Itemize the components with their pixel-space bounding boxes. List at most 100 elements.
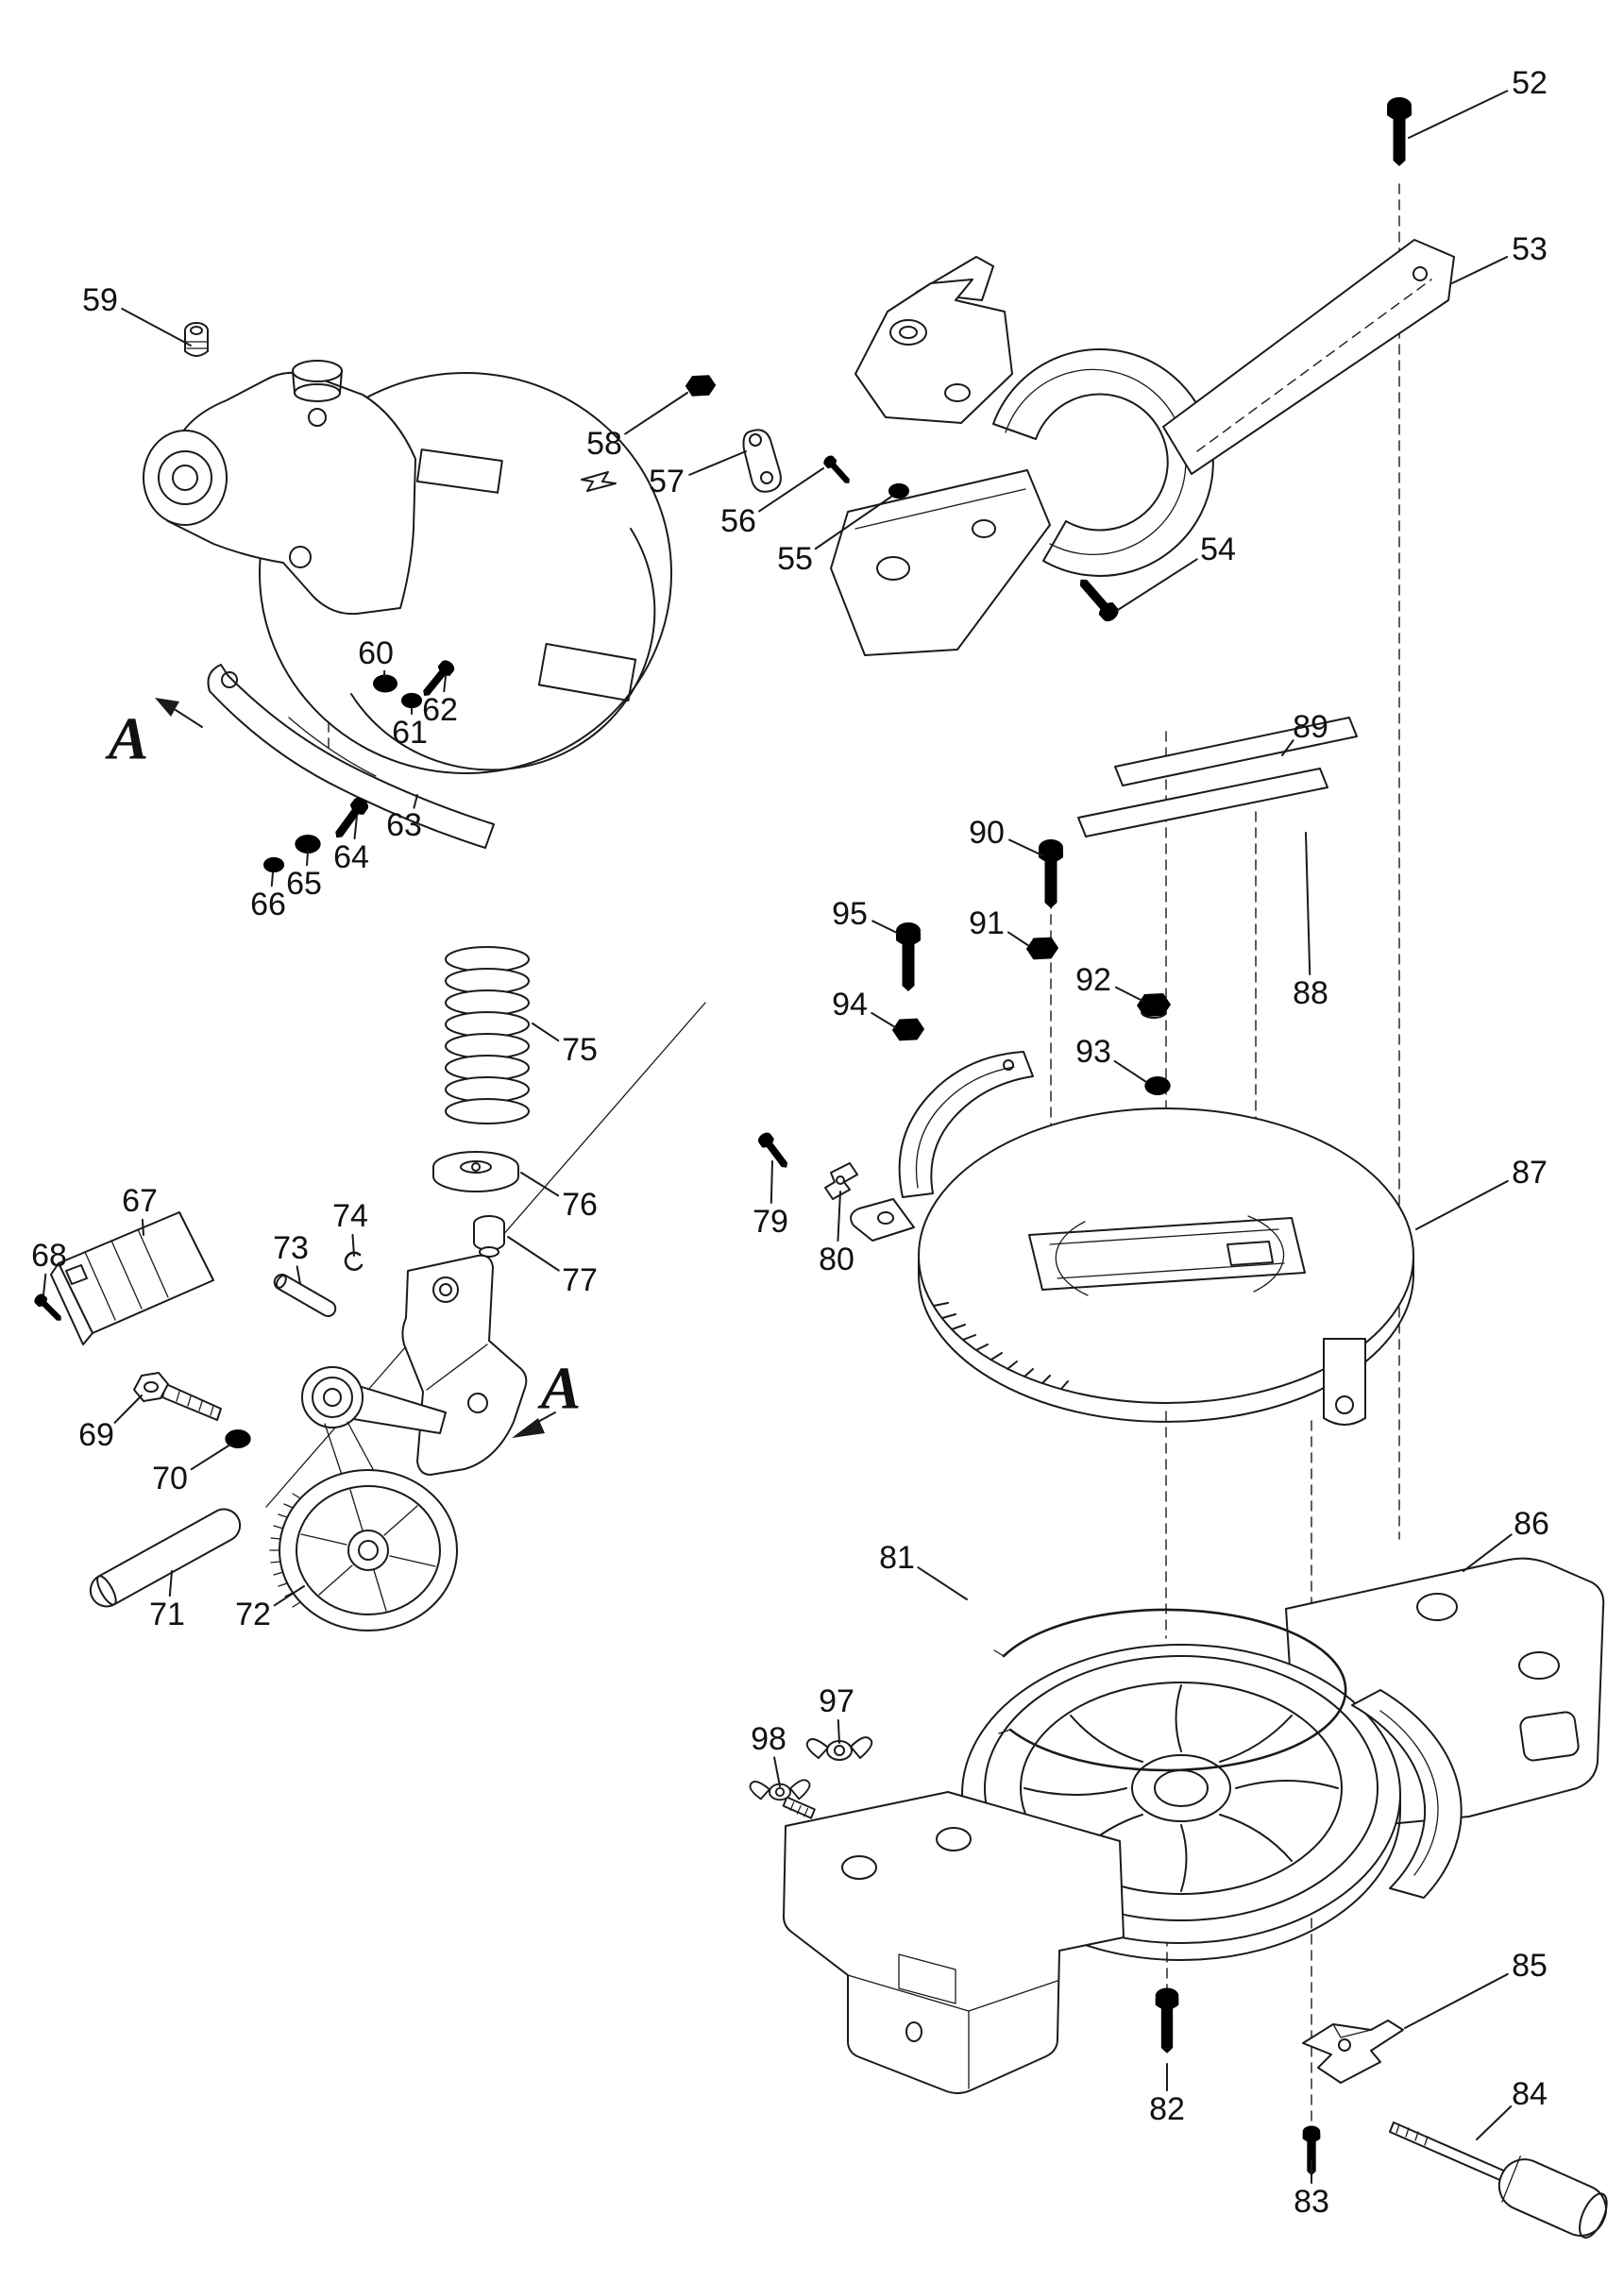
part-label-86: 86 bbox=[1514, 1506, 1549, 1542]
part-label-75: 75 bbox=[562, 1032, 598, 1068]
leader-line-74 bbox=[351, 1233, 355, 1257]
pivot-boss bbox=[301, 1366, 364, 1428]
leader-line-59 bbox=[121, 307, 192, 347]
part-label-69: 69 bbox=[78, 1417, 114, 1453]
part-label-59: 59 bbox=[82, 282, 118, 318]
screw-52 bbox=[1387, 97, 1412, 166]
leader-line-71 bbox=[168, 1570, 173, 1597]
leader-line-91 bbox=[1007, 931, 1030, 947]
base-front-block bbox=[783, 1791, 1125, 2094]
screw-64 bbox=[330, 794, 371, 843]
part-label-57: 57 bbox=[649, 464, 685, 499]
part-label-60: 60 bbox=[358, 635, 394, 671]
leader-line-97 bbox=[837, 1718, 840, 1744]
leader-line-63 bbox=[413, 794, 418, 809]
part-label-94: 94 bbox=[832, 987, 868, 1023]
leader-line-57 bbox=[688, 450, 747, 476]
washer-65 bbox=[295, 835, 321, 854]
part-label-87: 87 bbox=[1512, 1155, 1548, 1191]
cover-bar-53 bbox=[1162, 239, 1455, 475]
kerf-boards bbox=[1077, 717, 1358, 837]
part-label-80: 80 bbox=[819, 1242, 854, 1277]
spring-seat-76 bbox=[432, 1151, 519, 1192]
clamp-and-handle bbox=[1302, 2020, 1608, 2239]
part-label-55: 55 bbox=[777, 541, 813, 577]
bolt-69 bbox=[133, 1372, 222, 1421]
leader-line-92 bbox=[1114, 986, 1143, 1002]
part-label-92: 92 bbox=[1075, 962, 1111, 998]
screw-82 bbox=[1155, 1987, 1179, 2054]
leader-line-89 bbox=[1281, 739, 1294, 756]
leader-line-53 bbox=[1451, 256, 1509, 284]
clamp-85 bbox=[1302, 2020, 1404, 2084]
part-label-70: 70 bbox=[152, 1461, 188, 1496]
leader-line-79 bbox=[770, 1160, 773, 1205]
part-label-68: 68 bbox=[31, 1238, 67, 1274]
pivot-assembly bbox=[32, 1211, 528, 1631]
leader-line-66 bbox=[270, 871, 274, 887]
leader-line-90 bbox=[1008, 838, 1043, 856]
leader-line-67 bbox=[141, 1218, 144, 1236]
base-spokes bbox=[1023, 1684, 1339, 1892]
adjust-wheel-72 bbox=[269, 1469, 458, 1631]
section-arrow-2-head bbox=[512, 1418, 545, 1438]
leader-line-77 bbox=[507, 1236, 560, 1272]
wing-bolt-98 bbox=[749, 1779, 816, 1819]
part-label-65: 65 bbox=[286, 866, 322, 902]
labels-layer: 5253545556575859606162636465666768697071… bbox=[31, 65, 1549, 2220]
leader-line-94 bbox=[871, 1011, 896, 1028]
section-marker-2: A bbox=[537, 1355, 582, 1422]
leader-line-87 bbox=[1415, 1179, 1509, 1230]
ring-81 bbox=[1002, 1608, 1347, 1772]
leader-line-68 bbox=[42, 1273, 47, 1296]
cap-77 bbox=[473, 1215, 505, 1258]
safety-cover-assembly bbox=[685, 97, 1455, 656]
guide-fence bbox=[898, 1051, 1034, 1198]
pin-71 bbox=[89, 1508, 242, 1608]
part-label-81: 81 bbox=[879, 1540, 915, 1576]
screw-56 bbox=[821, 453, 854, 488]
part-label-74: 74 bbox=[332, 1198, 368, 1234]
leader-line-73 bbox=[296, 1265, 301, 1285]
part-label-93: 93 bbox=[1075, 1034, 1111, 1070]
screw-79 bbox=[755, 1129, 793, 1173]
washer-66 bbox=[262, 856, 285, 873]
leader-line-64 bbox=[353, 815, 358, 840]
leader-line-80 bbox=[837, 1191, 841, 1242]
compression-spring-assembly bbox=[432, 946, 530, 1258]
handle-84 bbox=[1389, 2121, 1608, 2239]
leader-line-54 bbox=[1117, 558, 1198, 611]
part-label-53: 53 bbox=[1512, 231, 1548, 267]
part-label-54: 54 bbox=[1200, 532, 1236, 567]
section-arrow-1-shaft bbox=[175, 709, 203, 728]
link-arm-assembly bbox=[184, 322, 495, 873]
part-label-56: 56 bbox=[720, 503, 756, 539]
cover-plate bbox=[830, 469, 1051, 656]
part-label-84: 84 bbox=[1512, 2076, 1548, 2112]
screw-90 bbox=[1039, 839, 1063, 908]
washer-61 bbox=[400, 692, 423, 709]
part-label-66: 66 bbox=[250, 887, 286, 922]
leader-line-72 bbox=[273, 1585, 305, 1607]
leader-line-88 bbox=[1305, 832, 1311, 976]
leader-line-75 bbox=[532, 1023, 560, 1042]
section-arrows bbox=[155, 698, 556, 1438]
bracket bbox=[401, 1254, 528, 1476]
nut-58 bbox=[685, 375, 717, 397]
nut-94 bbox=[891, 1018, 925, 1041]
blade-guard-assembly bbox=[143, 360, 672, 774]
screw-54 bbox=[1074, 573, 1122, 625]
pin-73 bbox=[273, 1274, 337, 1317]
leader-line-55 bbox=[814, 496, 892, 550]
part-label-76: 76 bbox=[562, 1187, 598, 1223]
part-label-72: 72 bbox=[235, 1597, 271, 1632]
part-label-64: 64 bbox=[333, 839, 369, 875]
drawing-layer: 5253545556575859606162636465666768697071… bbox=[31, 65, 1608, 2239]
part-label-58: 58 bbox=[586, 426, 622, 462]
wing-nut-97 bbox=[805, 1736, 873, 1761]
part-label-61: 61 bbox=[392, 715, 428, 751]
part-label-62: 62 bbox=[422, 692, 458, 728]
turn-base bbox=[755, 1051, 1414, 1426]
part-label-95: 95 bbox=[832, 896, 868, 932]
angle-scale-ticks bbox=[933, 1302, 1069, 1390]
